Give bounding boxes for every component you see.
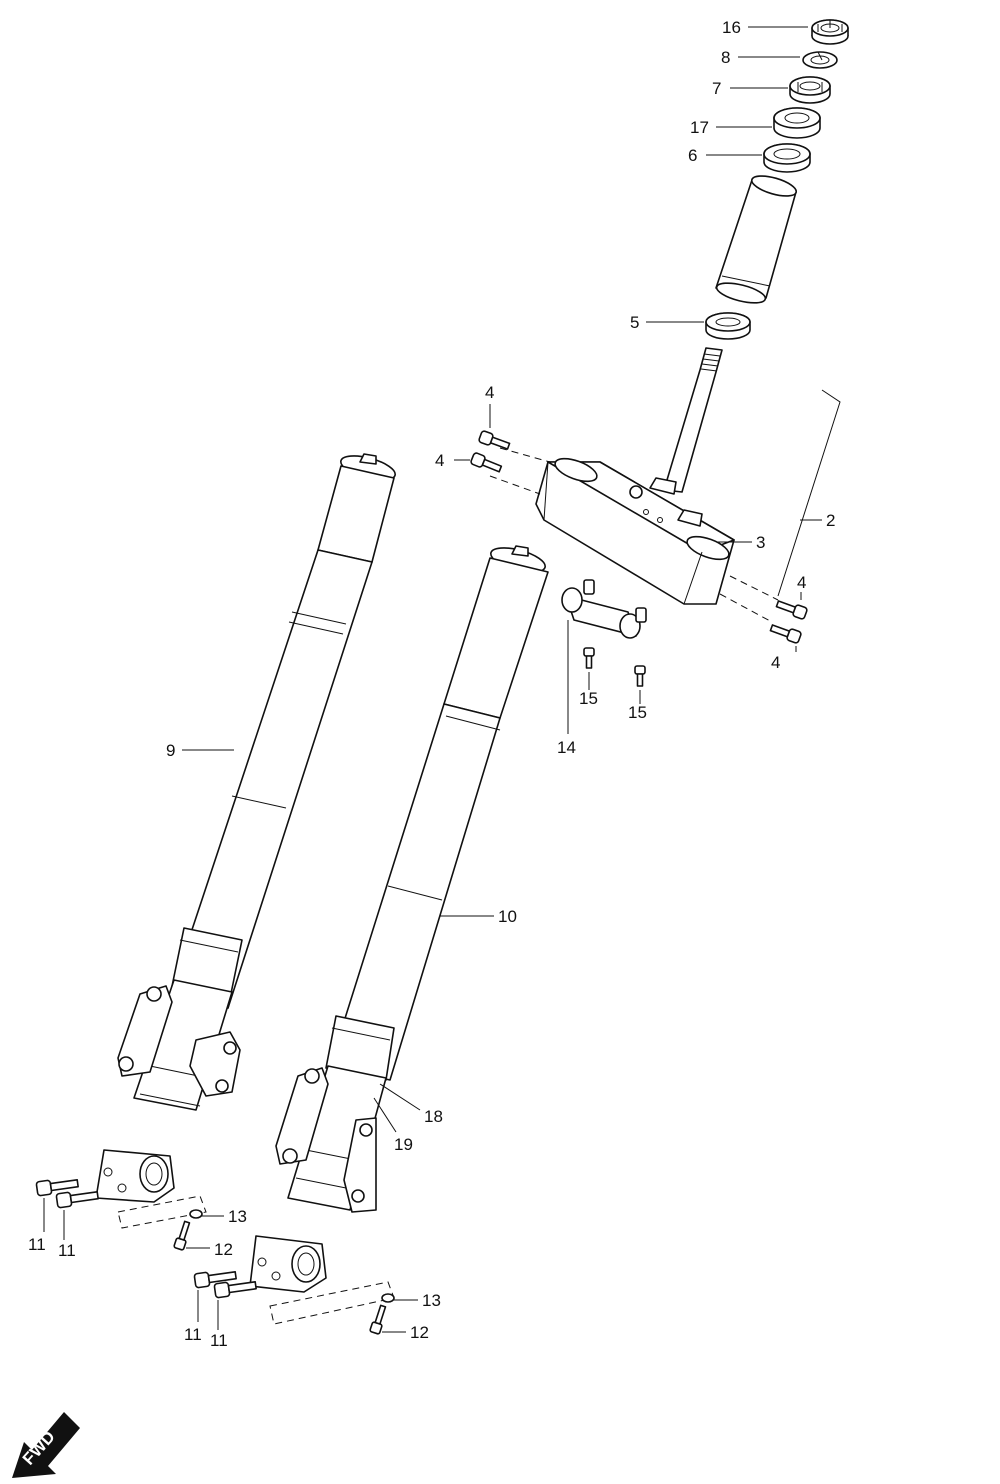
callout-4-top: 4 xyxy=(485,383,494,402)
callout-10: 10 xyxy=(498,907,517,926)
bolt-alignment-lower-b xyxy=(719,593,773,623)
stem-cover-tube xyxy=(715,175,798,304)
callout-12-left: 12 xyxy=(214,1240,233,1259)
part-12-13-bolt-washer-left xyxy=(173,1209,203,1251)
fwd-direction-arrow: FWD xyxy=(12,1412,80,1478)
callout-8: 8 xyxy=(721,48,730,67)
part-16-castle-nut xyxy=(811,19,849,45)
callout-17: 17 xyxy=(690,118,709,137)
leader-lines xyxy=(182,26,822,1333)
callout-13-left: 13 xyxy=(228,1207,247,1226)
callout-2: 2 xyxy=(826,511,835,530)
part-10-fork-leg-right xyxy=(249,545,549,1325)
part-17-dust-seal xyxy=(773,107,821,139)
callout-4-right-top: 4 xyxy=(797,573,806,592)
steering-stack xyxy=(489,19,849,623)
callout-5: 5 xyxy=(630,313,639,332)
bolt-alignment-lower-a xyxy=(729,575,779,601)
callout-14: 14 xyxy=(557,738,576,757)
callout-6: 6 xyxy=(688,146,697,165)
callout-9: 9 xyxy=(166,741,175,760)
part-8-lock-washer xyxy=(802,51,838,69)
callout-11-right-a: 11 xyxy=(184,1325,202,1344)
callout-19: 19 xyxy=(394,1135,413,1154)
bolt-alignment-mid xyxy=(489,475,541,495)
bracket-2-line xyxy=(777,389,841,597)
callout-3: 3 xyxy=(756,533,765,552)
part-15-screws xyxy=(567,620,646,734)
part-12-13-bolt-washer-right xyxy=(369,1293,395,1335)
part-3-lower-triple-clamp xyxy=(535,457,735,605)
bolt-alignment-upper xyxy=(499,447,551,463)
callout-12-right: 12 xyxy=(410,1323,429,1342)
part-4-bolts xyxy=(470,430,808,644)
part-11-axle-pinch-bolts-left xyxy=(35,1179,99,1240)
callout-15-right: 15 xyxy=(628,703,647,722)
steering-stem-shaft xyxy=(663,347,723,493)
callout-labels: 16 8 7 17 6 5 4 4 2 3 4 4 15 15 14 9 10 … xyxy=(28,18,835,1350)
fwd-arrow-icon xyxy=(12,1412,80,1478)
callout-4-right-bottom: 4 xyxy=(771,653,780,672)
callout-13-right: 13 xyxy=(422,1291,441,1310)
callout-15-left: 15 xyxy=(579,689,598,708)
callout-16: 16 xyxy=(722,18,741,37)
part-14-clamp xyxy=(561,579,647,639)
part-11-axle-pinch-bolts-right xyxy=(193,1271,257,1330)
part-9-fork-leg-left xyxy=(95,453,396,1229)
callout-11-right-b: 11 xyxy=(210,1331,228,1350)
part-7-adjusting-nut xyxy=(789,76,831,104)
callout-7: 7 xyxy=(712,79,721,98)
part-6-upper-bearing xyxy=(763,143,811,173)
part-5-lower-bearing xyxy=(705,312,751,340)
callout-18: 18 xyxy=(424,1107,443,1126)
callout-4-left: 4 xyxy=(435,451,444,470)
callout-11-left-b: 11 xyxy=(58,1241,76,1260)
callout-11-left-a: 11 xyxy=(28,1235,46,1254)
